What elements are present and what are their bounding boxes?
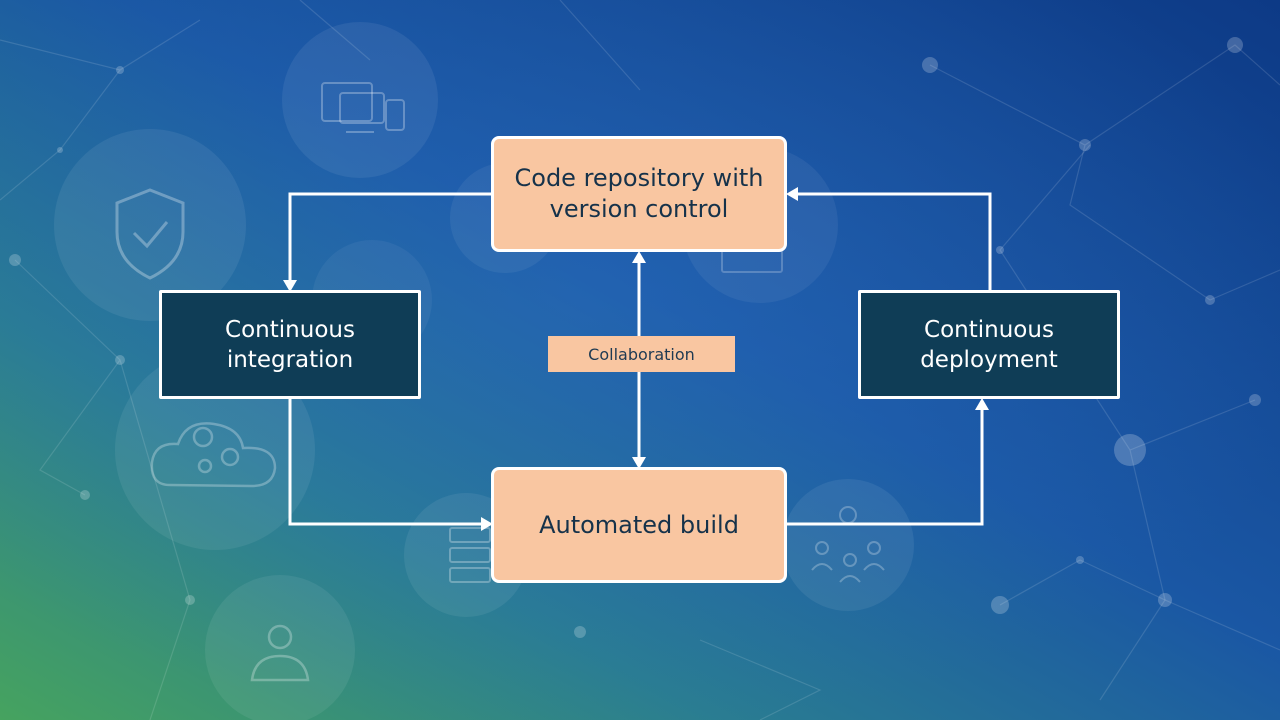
devices-icon [282,22,438,178]
continuous-deployment-node: Continuous deployment [858,290,1120,399]
cloud-gears-icon [115,350,315,550]
automated-build-label: Automated build [539,510,739,539]
continuous-integration-label: Continuous integration [225,316,355,373]
network-nodes [9,37,1261,638]
continuous-deployment-label: Continuous deployment [920,316,1058,373]
team-icon [782,479,914,611]
collaboration-label: Collaboration [548,336,735,372]
continuous-integration-node: Continuous integration [159,290,421,399]
code-repository-node: Code repository with version control [491,136,787,252]
collaboration-text: Collaboration [588,344,695,364]
code-repository-label: Code repository with version control [514,164,764,223]
shield-check-icon [54,129,246,321]
automated-build-node: Automated build [491,467,787,583]
user-gear-icon [205,575,355,720]
